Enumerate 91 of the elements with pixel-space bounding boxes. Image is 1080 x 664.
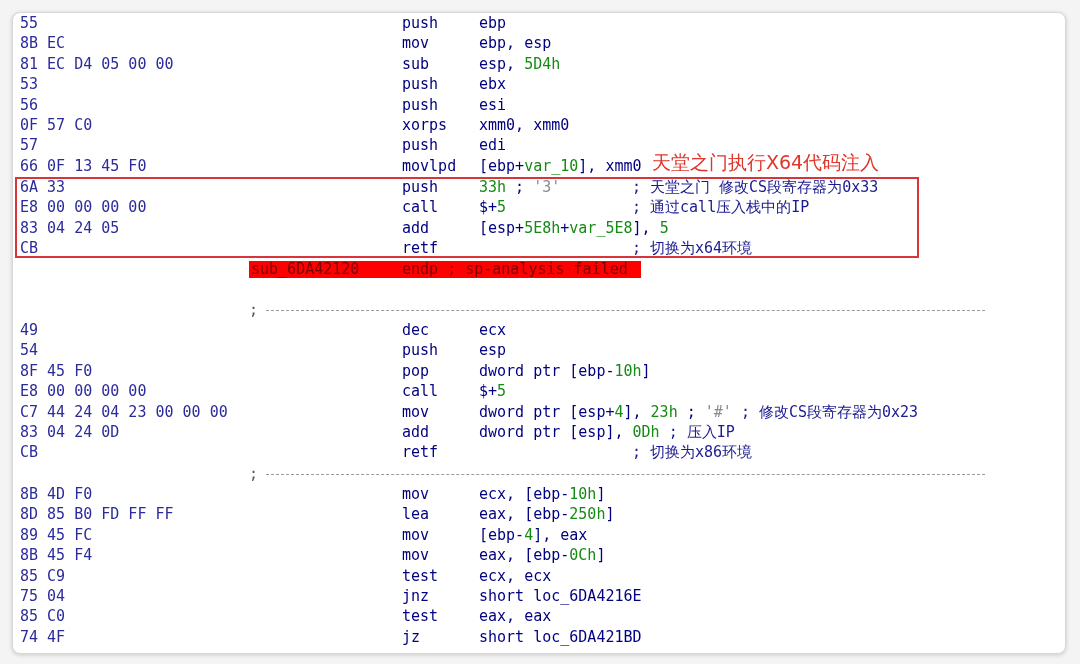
hex-bytes: 0F 57 C0 — [20, 115, 93, 135]
hex-bytes: 8B 45 F4 — [20, 545, 93, 566]
mnemonic: mov — [402, 545, 430, 566]
hex-bytes: 57 — [20, 135, 39, 156]
hex-bytes: 8F 45 F0 — [20, 360, 93, 381]
operand: dword ptr [esp], 0Dh — [479, 422, 660, 442]
hex-bytes: 55 — [20, 13, 39, 33]
hex-bytes: 49 — [20, 320, 39, 340]
hex-bytes: E8 00 00 00 00 — [20, 197, 147, 217]
mnemonic: mov — [402, 524, 430, 545]
hex-bytes: 89 45 FC — [20, 524, 93, 545]
operand: dword ptr [ebp-10h] — [479, 360, 651, 381]
hex-bytes: 8B EC — [20, 33, 66, 54]
mnemonic: retf — [402, 238, 439, 258]
hex-bytes: 8B 4D F0 — [20, 484, 93, 504]
hex-bytes: 74 4F — [20, 626, 66, 647]
mnemonic: sub — [402, 53, 430, 74]
operand: ebp — [479, 13, 507, 33]
mnemonic: push — [402, 135, 439, 156]
operand: esp — [479, 340, 507, 361]
operand: ecx — [479, 320, 507, 340]
hex-bytes: 81 EC D4 05 00 00 — [20, 53, 174, 74]
mnemonic: push — [402, 74, 439, 95]
operand: eax, [ebp-250h] — [479, 504, 615, 525]
mnemonic: lea — [402, 504, 430, 525]
operand: short loc_6DA421BD — [479, 626, 642, 647]
hex-bytes: 6A 33 — [20, 177, 66, 197]
hex-bytes: 53 — [20, 74, 39, 95]
operand: esp, 5D4h — [479, 53, 561, 74]
comment: ; 压入IP — [668, 422, 735, 442]
hex-bytes: 85 C0 — [20, 606, 66, 627]
operand: eax, [ebp-0Ch] — [479, 545, 606, 566]
hex-bytes: E8 00 00 00 00 — [20, 381, 147, 402]
mnemonic: push — [402, 94, 439, 115]
operand: short loc_6DA4216E — [479, 586, 642, 606]
hex-bytes: 83 04 24 0D — [20, 422, 120, 442]
operand: [esp+5E8h+var_5E8], 5 — [479, 218, 669, 238]
function-name: sub_6DA42120 — [251, 259, 360, 279]
comment: ; 切换为x64环境 — [632, 238, 753, 258]
hex-bytes: 85 C9 — [20, 565, 66, 586]
hex-bytes: 83 04 24 05 — [20, 218, 120, 238]
hex-bytes: 75 04 — [20, 586, 66, 606]
operand: ebx — [479, 74, 507, 95]
operand: ecx, [ebp-10h] — [479, 484, 606, 504]
mnemonic: add — [402, 422, 430, 442]
mnemonic: retf — [402, 442, 439, 463]
mnemonic: test — [402, 565, 439, 586]
hex-bytes: CB — [20, 238, 39, 258]
mnemonic: mov — [402, 484, 430, 504]
error-band — [249, 261, 641, 278]
mnemonic: pop — [402, 360, 430, 381]
comment: ; 通过call压入栈中的IP — [632, 197, 810, 217]
operand: $+5 — [479, 197, 507, 217]
operand: esi — [479, 94, 507, 115]
separator-mark: ; — [249, 300, 259, 320]
mnemonic: jnz — [402, 586, 430, 606]
mnemonic: xorps — [402, 115, 448, 135]
hex-bytes: 54 — [20, 340, 39, 361]
operand: ecx, ecx — [479, 565, 552, 586]
mnemonic: push — [402, 340, 439, 361]
operand: $+5 — [479, 381, 507, 402]
hex-bytes: C7 44 24 04 23 00 00 00 — [20, 401, 228, 422]
comment: endp ; sp-analysis failed — [402, 259, 628, 279]
mnemonic: add — [402, 218, 430, 238]
mnemonic: call — [402, 197, 439, 217]
hex-bytes: 66 0F 13 45 F0 — [20, 155, 147, 176]
comment: ; 修改CS段寄存器为0x23 — [740, 401, 919, 422]
operand: ebp, esp — [479, 33, 552, 54]
operand: eax, eax — [479, 606, 552, 627]
mnemonic: push — [402, 13, 439, 33]
operand: edi — [479, 135, 507, 156]
separator-mark: ; — [249, 464, 259, 484]
hex-bytes: CB — [20, 442, 39, 463]
operand: xmm0, xmm0 — [479, 115, 570, 135]
mnemonic: mov — [402, 33, 430, 54]
comment: ; 天堂之门 修改CS段寄存器为0x33 — [632, 177, 879, 197]
annotation-heading: 天堂之门执行X64代码注入 — [652, 150, 880, 174]
mnemonic: test — [402, 606, 439, 627]
operand: dword ptr [esp+4], 23h ; '#' — [479, 401, 732, 422]
comment: ; 切换为x86环境 — [632, 442, 753, 463]
mnemonic: dec — [402, 320, 430, 340]
mnemonic: movlpd — [402, 155, 457, 176]
operand: [ebp+var_10], xmm0 — [479, 155, 642, 176]
operand: 33h ; '3' — [479, 177, 561, 197]
hex-bytes: 56 — [20, 94, 39, 115]
hex-bytes: 8D 85 B0 FD FF FF — [20, 504, 174, 525]
mnemonic: jz — [402, 626, 421, 647]
mnemonic: call — [402, 381, 439, 402]
operand: [ebp-4], eax — [479, 524, 588, 545]
mnemonic: push — [402, 177, 439, 197]
mnemonic: mov — [402, 401, 430, 422]
